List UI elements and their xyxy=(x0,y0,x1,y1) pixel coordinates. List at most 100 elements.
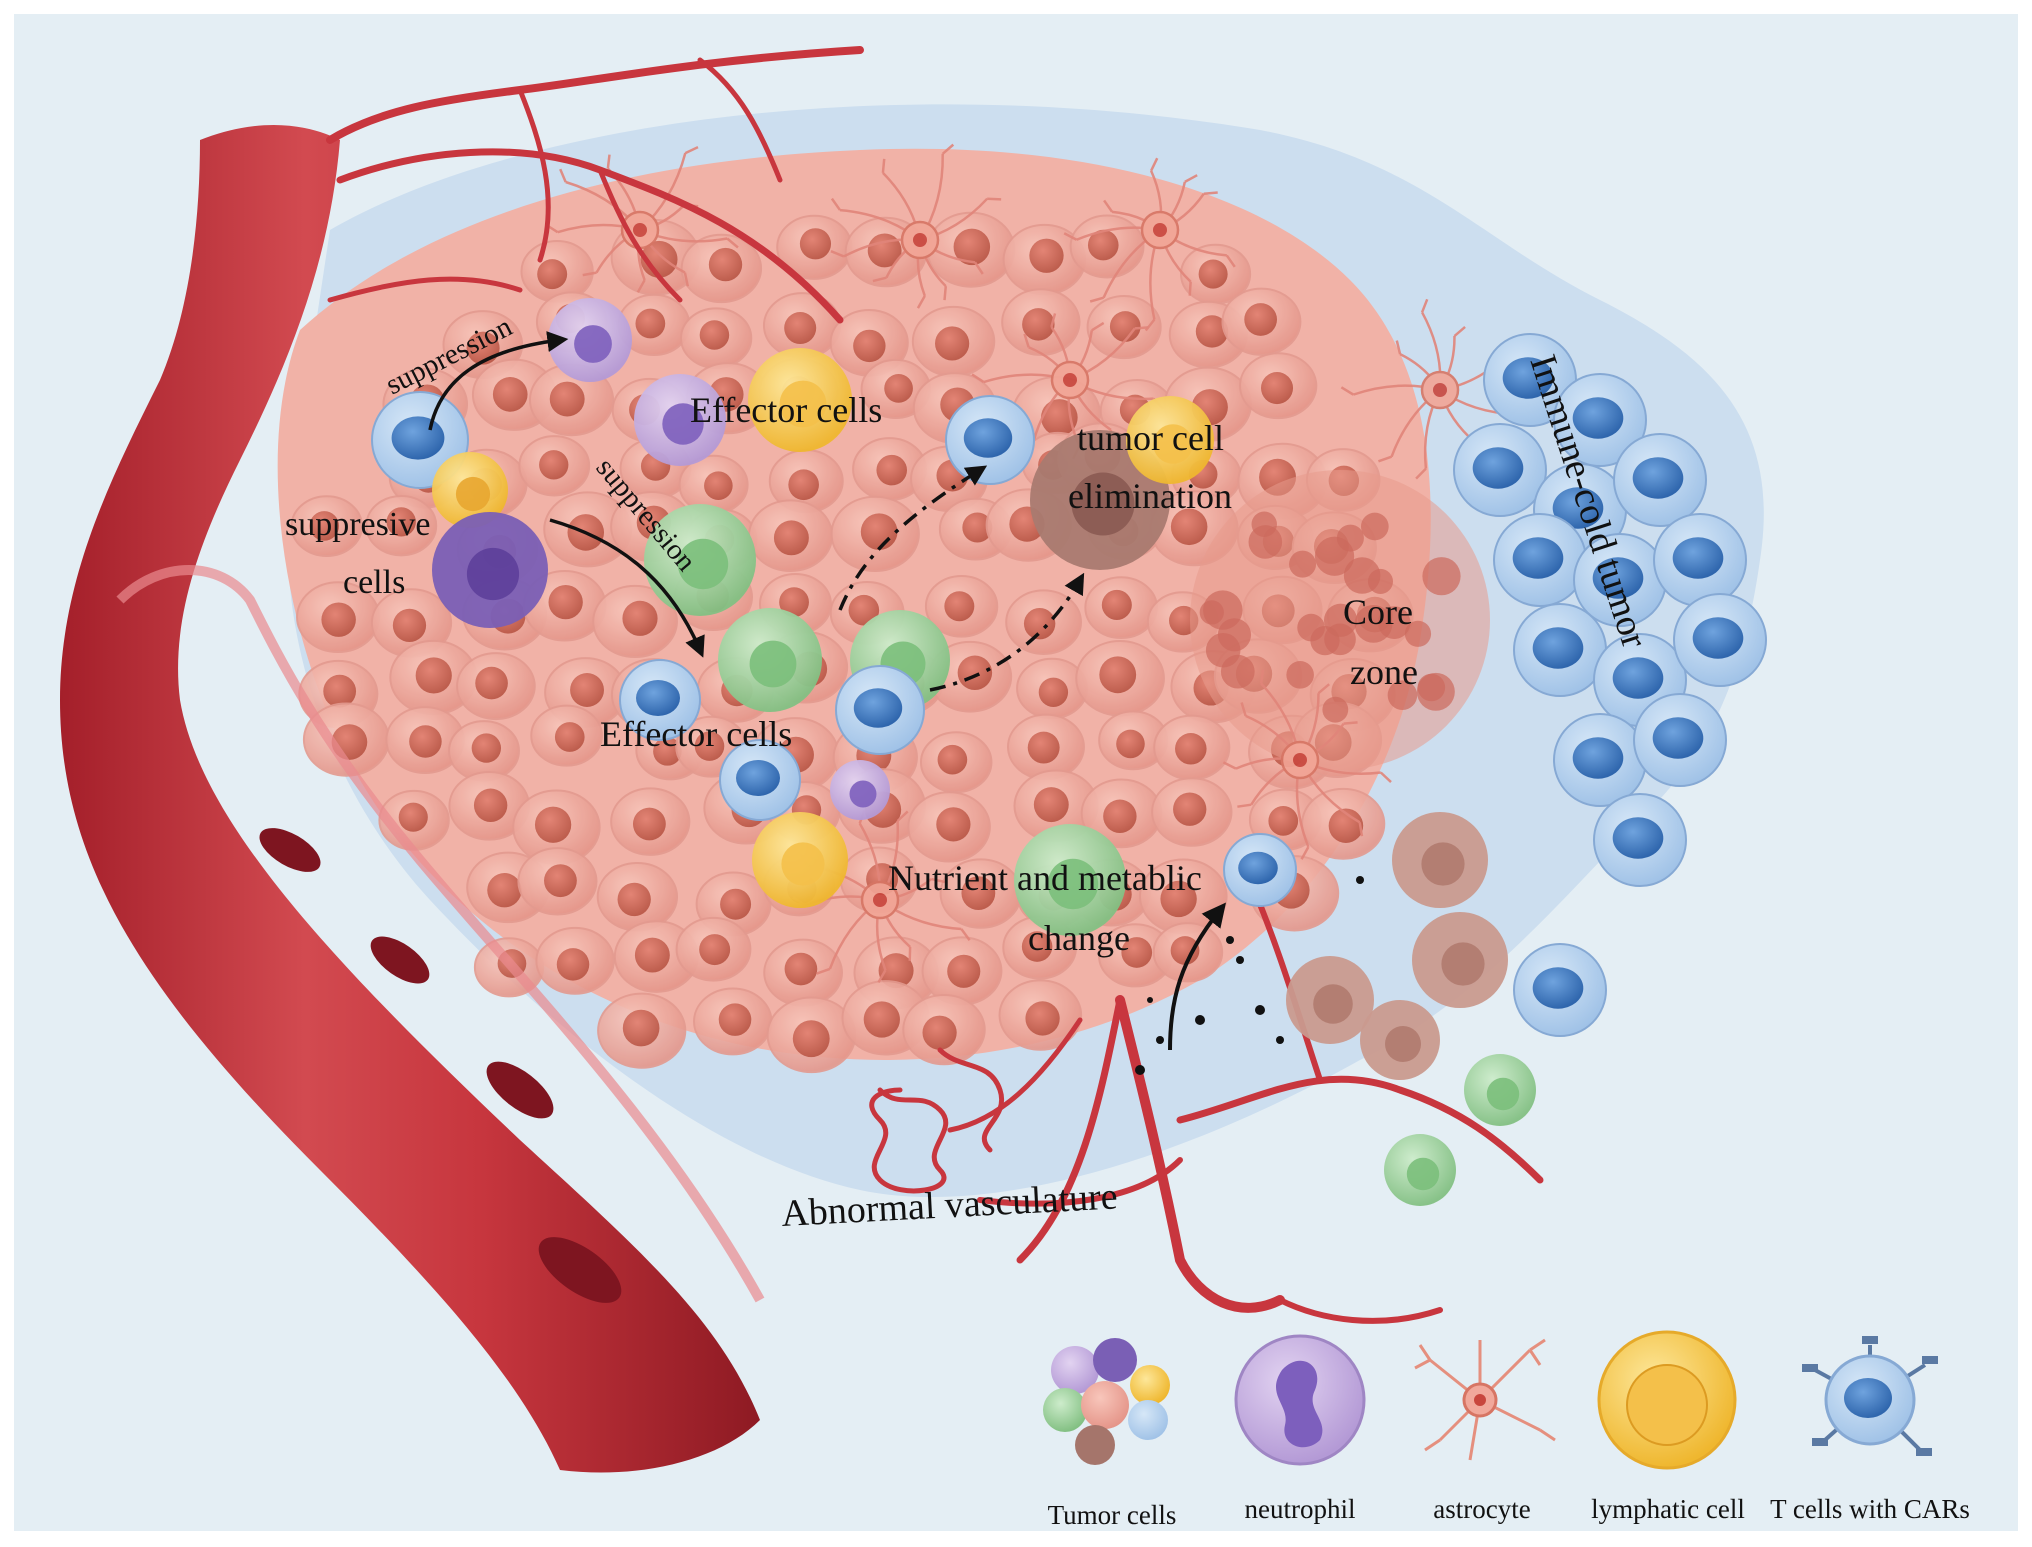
tumor-cell xyxy=(924,574,999,638)
tumor-cell xyxy=(926,211,1016,288)
effector-green-cell xyxy=(718,608,822,712)
legend-item-tumor-cells: Tumor cells xyxy=(1043,1338,1176,1530)
t-cell xyxy=(1483,333,1577,427)
tumor-cell xyxy=(763,938,843,1007)
tumor-cell xyxy=(1084,576,1158,640)
tumor-cell xyxy=(535,926,615,995)
suppressive-cells-label-2: cells xyxy=(343,564,405,601)
arrows xyxy=(428,331,1226,1051)
lymphatic-cell xyxy=(752,812,848,908)
t-cell xyxy=(1613,433,1707,527)
tumor-cell xyxy=(302,702,390,777)
immune-cold-tcells xyxy=(1453,333,1767,1037)
tumor-cell xyxy=(693,987,773,1056)
lymphatic-cell xyxy=(748,348,852,452)
tumor-cell xyxy=(517,847,598,916)
core-cell xyxy=(1360,512,1389,541)
legend-item-car-t-cells: T cells with CARs xyxy=(1770,1336,1970,1524)
t-cell xyxy=(1633,693,1727,787)
tumor-cell xyxy=(1075,640,1165,717)
vessel-body xyxy=(60,125,760,1473)
core-cell xyxy=(1199,600,1224,625)
tumor-cell xyxy=(776,214,853,280)
tumor-cell xyxy=(597,992,687,1069)
core-cell xyxy=(1404,620,1432,647)
tumor-cell xyxy=(1016,657,1088,720)
neutrophil xyxy=(634,374,726,466)
tumor-cell xyxy=(610,787,691,856)
astrocyte xyxy=(1063,157,1236,332)
core-cell xyxy=(1387,680,1418,710)
t-cell xyxy=(1223,833,1297,907)
tumor-cell xyxy=(1239,352,1318,420)
nutrient-label-1: Nutrient and metablic xyxy=(888,858,1202,898)
tumor-cell xyxy=(829,308,909,377)
suppression-arrow-mid xyxy=(549,518,705,658)
core-cell xyxy=(1422,557,1461,596)
tumor-cell xyxy=(448,771,531,841)
elimination-arrow-upper xyxy=(838,465,988,611)
legend-item-astrocyte: astrocyte xyxy=(1414,1338,1556,1524)
suppressive-cell xyxy=(432,512,548,628)
tumor-cell xyxy=(592,584,678,659)
tumor-cell xyxy=(766,996,857,1074)
lymphatic-cell-icon xyxy=(1597,1330,1737,1470)
tumor-cell xyxy=(1221,287,1302,356)
tumor-cell xyxy=(768,449,844,514)
tumor-cell xyxy=(530,704,603,767)
suppression-arrow-top xyxy=(428,331,569,431)
astrocyte xyxy=(1222,669,1392,860)
tumor-cell xyxy=(998,979,1083,1051)
t-cell xyxy=(1593,793,1687,887)
vessel-opening xyxy=(486,1061,554,1119)
vessel-highlight xyxy=(116,565,765,1303)
tumor-cell-cluster-edge xyxy=(1360,1000,1440,1080)
tumor-cell xyxy=(675,916,752,982)
astrocyte xyxy=(971,313,1165,460)
tumor-elimination-label-2: elimination xyxy=(1068,476,1232,516)
core-cell xyxy=(1416,672,1455,711)
tumor-cell xyxy=(1001,288,1081,356)
core-cell xyxy=(1323,603,1358,637)
core-zone-label-2: zone xyxy=(1350,652,1418,692)
t-cell xyxy=(1513,943,1607,1037)
t-cell xyxy=(1553,373,1647,467)
tumor-cell xyxy=(919,731,993,794)
t-cell xyxy=(1453,423,1547,517)
core-zone-label-1: Core xyxy=(1343,592,1413,632)
car-t-cell-icon xyxy=(1802,1336,1938,1456)
tumor-cell xyxy=(911,305,996,378)
tumor-cell xyxy=(456,652,536,721)
tumor-cell xyxy=(852,437,927,502)
legend-label-neutrophil: neutrophil xyxy=(1245,1494,1356,1524)
tumor-cell xyxy=(296,581,381,654)
astrocyte-icon xyxy=(1414,1338,1556,1461)
vessel-opening xyxy=(370,936,430,984)
tumor-cell xyxy=(613,920,699,993)
neutrophil-icon xyxy=(1234,1334,1366,1466)
nutrient-label-2: change xyxy=(1028,918,1130,958)
tumor-cell xyxy=(680,307,753,370)
tumor-cell xyxy=(1006,713,1085,781)
t-cell xyxy=(719,739,801,821)
immune-cells xyxy=(371,298,1536,1206)
t-cell xyxy=(1573,533,1667,627)
lymphatic-cell xyxy=(1126,396,1214,484)
t-cell xyxy=(1553,713,1647,807)
legend-item-lymphatic-cell: lymphatic cell xyxy=(1591,1330,1745,1524)
tumor-elimination-label-1: tumor cell xyxy=(1077,418,1224,458)
tumor-cell xyxy=(747,499,834,573)
legend-label-lymphatic-cell: lymphatic cell xyxy=(1591,1494,1745,1524)
tumor-cell xyxy=(290,495,363,558)
tumor-cell xyxy=(1086,294,1162,360)
tumor-cell xyxy=(1069,214,1145,279)
core-cell xyxy=(1354,604,1393,643)
tumor-cell-cluster-edge xyxy=(1392,812,1488,908)
tumor-cell xyxy=(370,588,453,658)
tumor-cell xyxy=(907,791,991,863)
tumor-cell xyxy=(830,495,920,573)
tumor-cell xyxy=(385,706,465,774)
tumor-cell xyxy=(1153,714,1231,781)
tumor-cell-cluster-edge xyxy=(1412,912,1508,1008)
